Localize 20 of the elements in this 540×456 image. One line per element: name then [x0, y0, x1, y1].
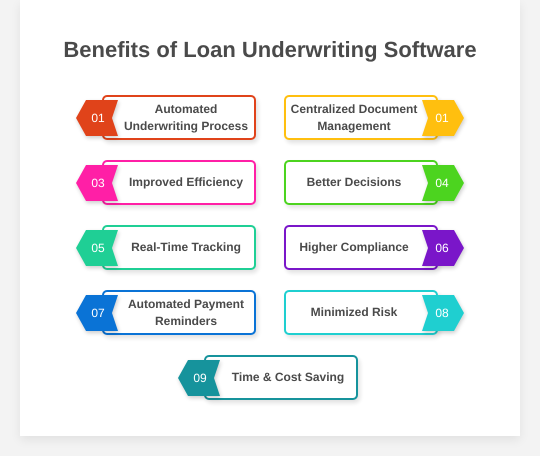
benefit-text: Improved Efficiency	[128, 174, 244, 191]
number-badge: 01	[76, 100, 118, 136]
benefit-text: Centralized Document Management	[290, 100, 418, 134]
number-badge: 01	[422, 100, 464, 136]
number-badge: 06	[422, 230, 464, 266]
number-badge: 05	[76, 230, 118, 266]
benefit-text: Minimized Risk	[310, 304, 398, 321]
benefit-text: Automated Payment Reminders	[126, 296, 246, 330]
number-badge: 08	[422, 294, 464, 330]
benefit-text: Higher Compliance	[299, 239, 409, 256]
benefit-card	[102, 290, 256, 335]
number-badge: 04	[422, 164, 464, 200]
number-badge: 03	[76, 164, 118, 200]
number-badge: 07	[76, 294, 118, 330]
number-badge: 09	[178, 360, 220, 396]
benefit-text: Better Decisions	[306, 174, 402, 191]
benefit-text: Automated Underwriting Process	[122, 100, 250, 134]
title: Benefits of Loan Underwriting Software	[62, 36, 478, 64]
benefit-text: Real-Time Tracking	[131, 239, 241, 256]
benefit-text: Time & Cost Saving	[232, 369, 344, 386]
